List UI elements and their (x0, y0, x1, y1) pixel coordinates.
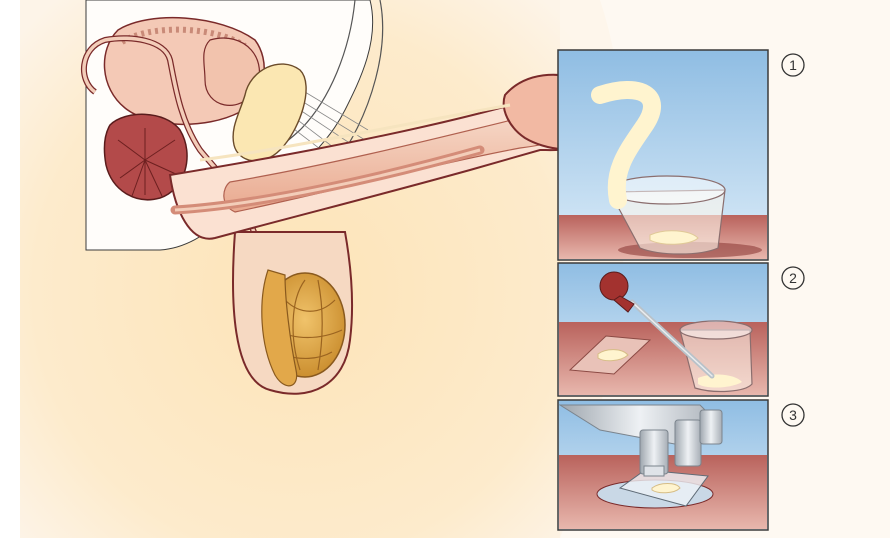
pipette-bulb (600, 272, 628, 300)
step-1-panel: 1 (558, 50, 804, 260)
scrotum (233, 232, 352, 394)
objective-lens-1-tip (644, 466, 664, 476)
step-2-cup-rim (680, 321, 752, 339)
objective-lens-2 (675, 420, 701, 466)
objective-lens-3 (700, 410, 722, 444)
step-3-number: 3 (789, 407, 797, 423)
step-2-panel: 2 (558, 263, 804, 396)
step-2-number: 2 (789, 270, 797, 286)
step-1-number: 1 (789, 57, 797, 73)
step-3-panel: 3 (558, 400, 804, 530)
